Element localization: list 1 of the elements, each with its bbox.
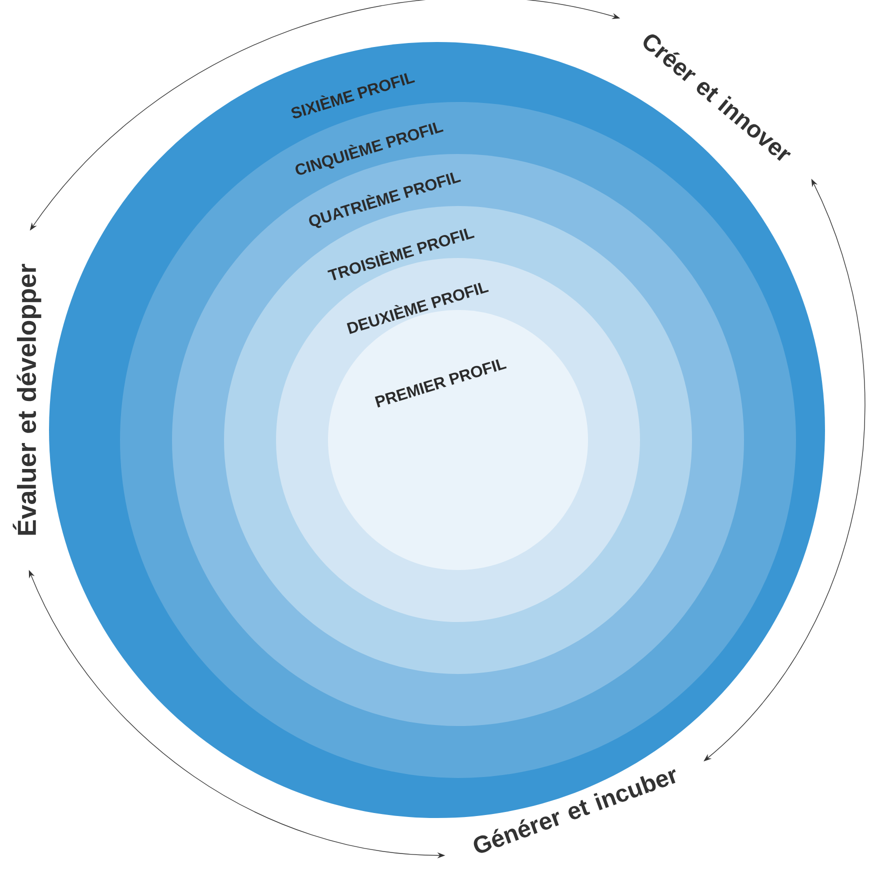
cycle-label: Évaluer et développer bbox=[12, 264, 42, 535]
